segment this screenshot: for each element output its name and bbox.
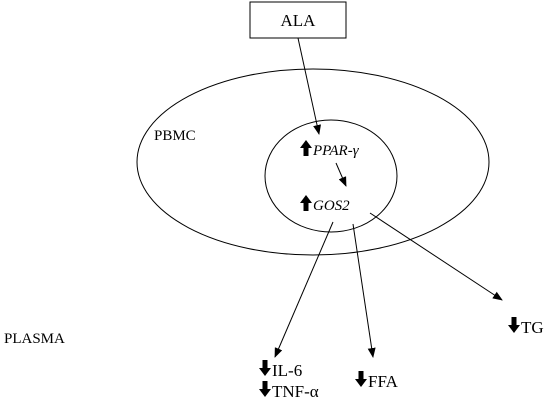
ala-label: ALA <box>281 11 317 30</box>
ppar-label: PPAR-γ <box>312 143 360 159</box>
gos2-up-arrow-icon <box>300 195 312 211</box>
tg-label: TG <box>521 318 544 337</box>
ffa-label: FFA <box>368 372 399 391</box>
il6-label: IL-6 <box>272 361 302 380</box>
ppar-up-arrow-icon <box>300 140 312 156</box>
il6-down-arrow-icon <box>259 360 271 376</box>
tnf-label: TNF-α <box>272 382 319 401</box>
arrow-ala-to-ppar <box>297 37 321 135</box>
pbmc-ellipse <box>136 68 490 256</box>
gos2-label: GOS2 <box>313 198 350 214</box>
tnf-down-arrow-icon <box>259 381 271 397</box>
arrow-gos2-to-tg <box>369 212 503 301</box>
arrow-gos2-to-ffa <box>352 223 376 358</box>
plasma-label: PLASMA <box>4 331 65 347</box>
pbmc-label: PBMC <box>154 128 196 144</box>
ffa-down-arrow-icon <box>355 371 367 387</box>
arrow-gos2-to-il6 <box>274 221 334 358</box>
arrow-ppar-to-gos2 <box>335 162 347 187</box>
nucleus-ellipse <box>264 119 398 233</box>
tg-down-arrow-icon <box>508 317 520 333</box>
